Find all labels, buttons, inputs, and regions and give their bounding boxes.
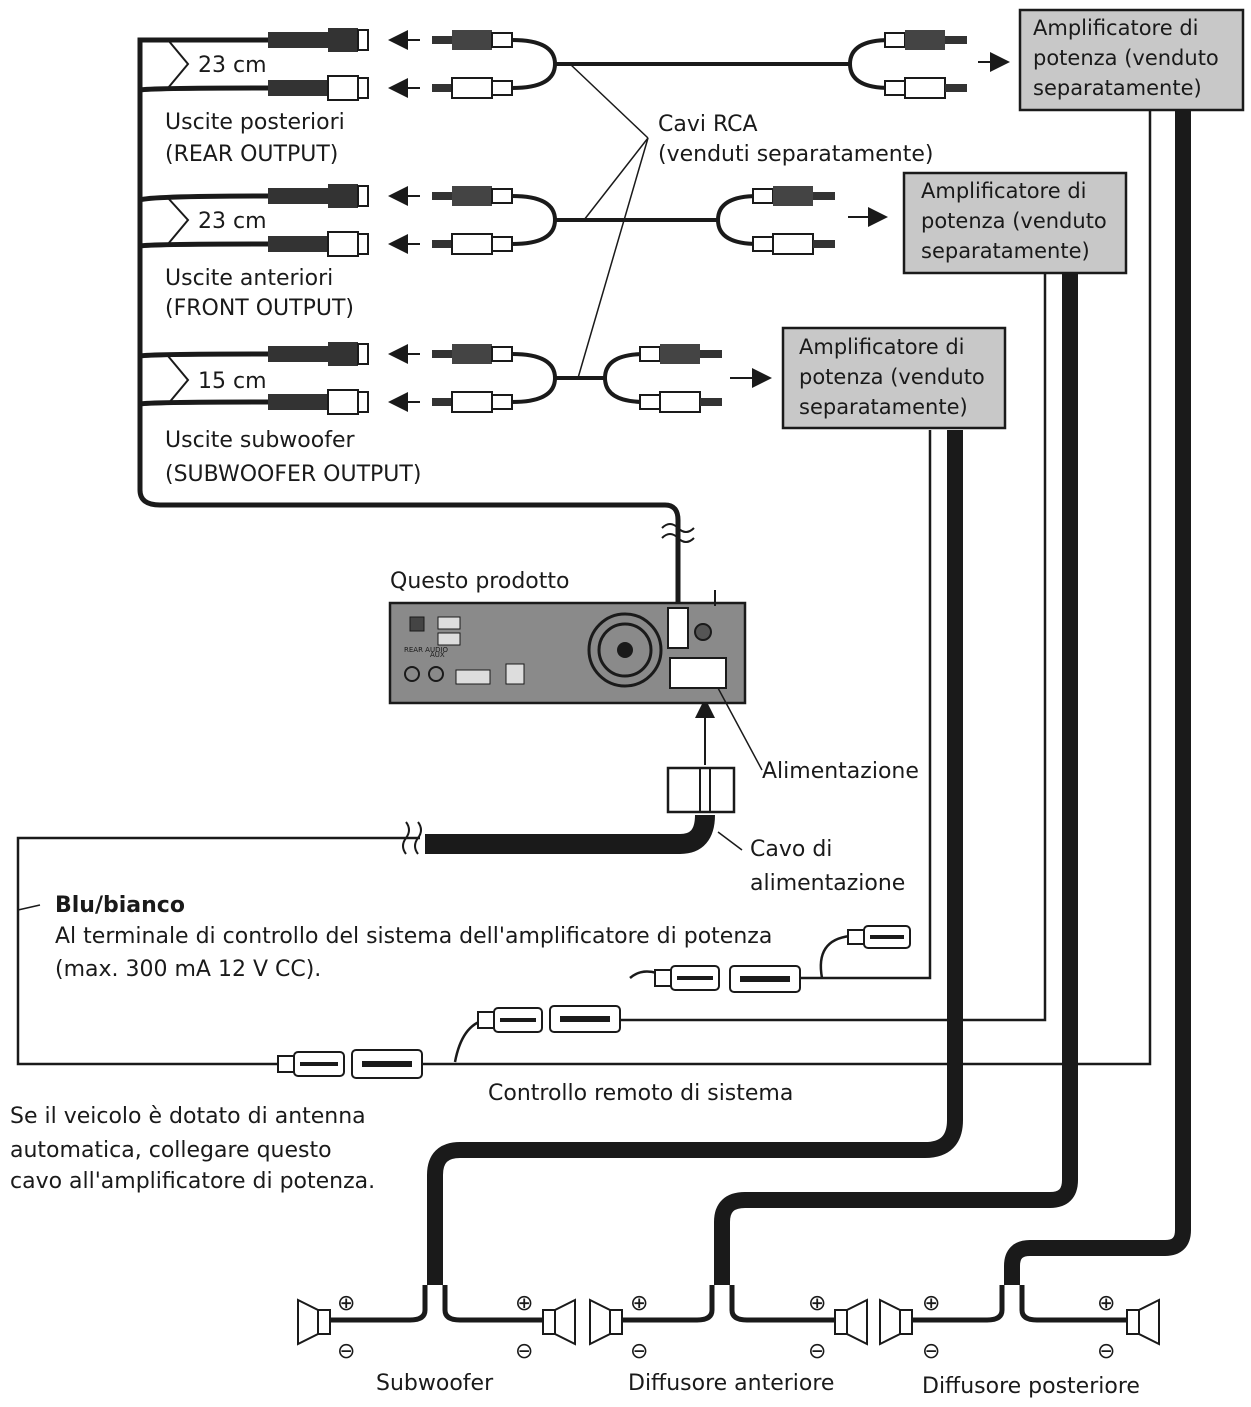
speaker-rear: ⊕ ⊖ ⊕ ⊖ xyxy=(879,1285,1160,1364)
front-minus-left: ⊖ xyxy=(630,1339,648,1364)
speaker-cone-icon xyxy=(846,1298,868,1346)
sub-minus-left: ⊖ xyxy=(337,1339,355,1364)
rear-plus-left: ⊕ xyxy=(922,1291,940,1316)
antenna-note-2: automatica, collegare questo xyxy=(10,1138,332,1163)
amp-rear-line3: separatamente) xyxy=(1033,76,1202,100)
rear-rca-wire-bottom xyxy=(139,85,271,93)
remote-lines xyxy=(420,110,1152,1066)
rca-plugs-left xyxy=(432,30,513,413)
speaker-subwoofer: ⊕ ⊖ ⊕ ⊖ xyxy=(297,1285,576,1364)
rca-cables-sold-separately: (venduti separatamente) xyxy=(658,142,933,167)
sub-plus-left: ⊕ xyxy=(337,1291,355,1316)
front-length-label: 23 cm xyxy=(198,209,267,234)
length-bracket-sub xyxy=(167,355,190,405)
length-bracket-rear xyxy=(167,39,190,89)
sub-rca-wire-top xyxy=(139,351,271,359)
rear-minus-left: ⊖ xyxy=(922,1339,940,1364)
blue-white-title: Blu/bianco xyxy=(55,893,185,918)
blue-white-leader xyxy=(17,904,41,911)
antenna-note-3: cavo all'amplificatore di potenza. xyxy=(10,1169,375,1194)
antenna-port xyxy=(694,623,712,641)
amp-rear-line1: Amplificatore di xyxy=(1033,16,1198,40)
power-cable-label-2: alimentazione xyxy=(750,871,905,896)
speaker-front: ⊕ ⊖ ⊕ ⊖ xyxy=(589,1285,868,1364)
rca-cables-label: Cavi RCA xyxy=(658,112,758,137)
amplifier-front: Amplificatore di potenza (venduto separa… xyxy=(902,171,1128,275)
subwoofer-label: Subwoofer xyxy=(376,1371,494,1396)
power-cable-label-1: Cavo di xyxy=(750,837,832,862)
power-supply-label: Alimentazione xyxy=(762,759,919,784)
amp-sub-line3: separatamente) xyxy=(799,395,968,419)
rear-speaker-label: Diffusore posteriore xyxy=(922,1374,1140,1399)
length-bracket-front xyxy=(167,197,190,245)
amp-front-line3: separatamente) xyxy=(921,239,1090,263)
sub-minus-right: ⊖ xyxy=(515,1339,533,1364)
speaker-cone-icon xyxy=(297,1298,319,1346)
head-unit: REAR AUDIO AUX xyxy=(388,590,747,705)
speaker-cone-icon xyxy=(879,1298,901,1346)
amplifier-subwoofer: Amplificatore di potenza (venduto separa… xyxy=(781,326,1007,430)
front-rca-wire-bottom xyxy=(139,241,271,249)
cable-break-mark xyxy=(661,523,695,543)
rear-output-label-en: (REAR OUTPUT) xyxy=(165,142,338,167)
rear-rca-wire-top xyxy=(137,37,270,490)
amp-arrows xyxy=(730,52,1010,388)
front-plus-right: ⊕ xyxy=(808,1291,826,1316)
rca-output-port xyxy=(667,607,689,649)
amp-front-line2: potenza (venduto xyxy=(921,209,1107,233)
amp-sub-line2: potenza (venduto xyxy=(799,365,985,389)
product-label: Questo prodotto xyxy=(390,569,569,594)
sub-length-label: 15 cm xyxy=(198,369,267,394)
remote-control-label: Controllo remoto di sistema xyxy=(488,1081,793,1106)
amp-sub-line1: Amplificatore di xyxy=(799,335,964,359)
aux-label: AUX xyxy=(430,651,445,659)
speaker-cone-icon xyxy=(554,1298,576,1346)
female-rca-jacks xyxy=(268,28,369,415)
speaker-cone-icon xyxy=(589,1298,611,1346)
sub-rca-wire-bottom xyxy=(139,399,271,407)
blue-white-wire xyxy=(16,836,420,1066)
sub-plus-right: ⊕ xyxy=(515,1291,533,1316)
front-output-label: Uscite anteriori xyxy=(165,266,333,291)
front-minus-right: ⊖ xyxy=(808,1339,826,1364)
front-plus-left: ⊕ xyxy=(630,1291,648,1316)
rca-cables xyxy=(511,38,891,404)
rca-cables-leaders xyxy=(569,63,649,379)
power-cable xyxy=(425,814,715,854)
sub-output-label: Uscite subwoofer xyxy=(165,428,355,453)
blue-white-desc-2: (max. 300 mA 12 V CC). xyxy=(55,957,321,982)
bundle-to-product-wire xyxy=(137,489,681,610)
bullet-connectors xyxy=(277,925,911,1079)
power-socket xyxy=(669,657,727,689)
front-rca-wire-top xyxy=(139,193,271,203)
wire-break-mark xyxy=(402,821,422,855)
rear-length-label: 23 cm xyxy=(198,53,267,78)
blue-white-desc-1: Al terminale di controllo del sistema de… xyxy=(55,924,772,949)
sub-output-label-en: (SUBWOOFER OUTPUT) xyxy=(165,462,421,487)
front-speaker-label: Diffusore anteriore xyxy=(628,1371,834,1396)
rear-output-label: Uscite posteriori xyxy=(165,110,345,135)
amp-rear-line2: potenza (venduto xyxy=(1033,46,1219,70)
rear-minus-right: ⊖ xyxy=(1097,1339,1115,1364)
connect-arrows xyxy=(388,30,420,412)
antenna-note-1: Se il veicolo è dotato di antenna xyxy=(10,1104,366,1129)
rear-audio-label: REAR AUDIO xyxy=(404,646,449,654)
rear-plus-right: ⊕ xyxy=(1097,1291,1115,1316)
rca-plugs-right xyxy=(639,30,967,413)
amplifier-rear: Amplificatore di potenza (venduto separa… xyxy=(1018,8,1245,112)
amp-front-line1: Amplificatore di xyxy=(921,179,1086,203)
front-output-label-en: (FRONT OUTPUT) xyxy=(165,296,354,321)
speaker-cables xyxy=(427,110,1191,1285)
speaker-cone-icon xyxy=(1138,1298,1160,1346)
